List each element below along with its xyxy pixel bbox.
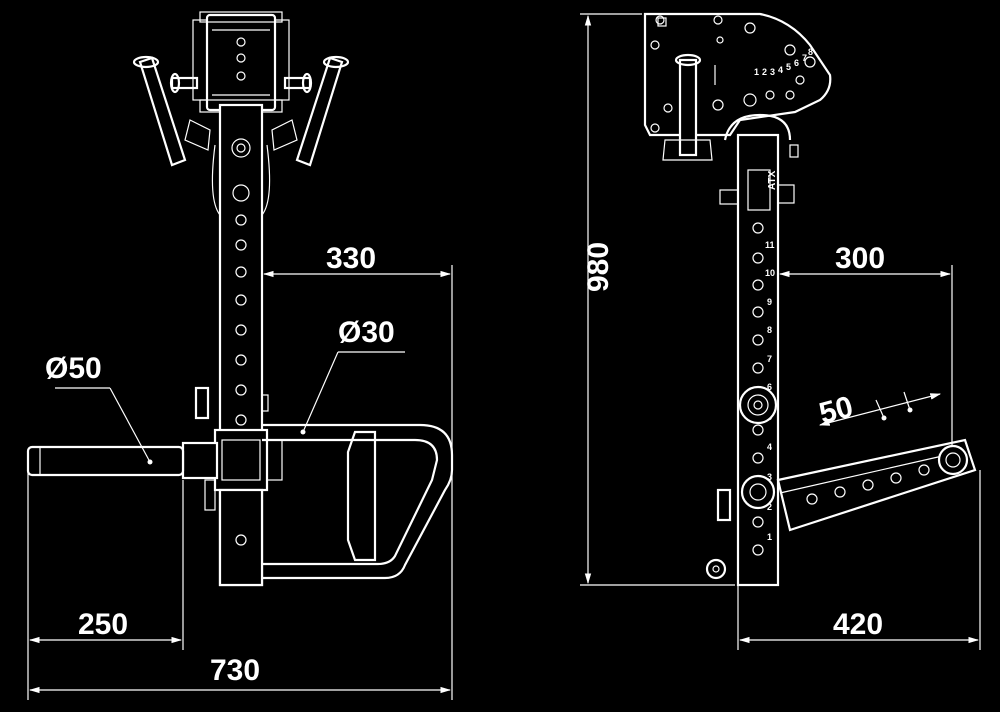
- brand-logo: ATX: [767, 170, 778, 190]
- right-handle: [271, 55, 350, 167]
- left-dimensions: 330 Ø30 Ø50 250 730: [27, 242, 453, 700]
- right-dimensions: 980 300 50 420: [580, 13, 981, 650]
- svg-text:7: 7: [802, 53, 807, 63]
- right-bracket: [262, 423, 454, 580]
- svg-text:1: 1: [754, 67, 759, 77]
- svg-text:8: 8: [808, 47, 813, 57]
- svg-text:6: 6: [794, 58, 799, 68]
- side-view: 1 2 3 4 5 6 7 8 ATX: [643, 12, 977, 587]
- column-holes-left: [235, 214, 247, 546]
- dim-420: 420: [833, 608, 883, 641]
- dim-dia50: Ø50: [45, 352, 102, 385]
- svg-text:2: 2: [767, 502, 772, 512]
- svg-text:7: 7: [767, 354, 772, 364]
- front-view: [26, 11, 454, 587]
- dim-300: 300: [835, 242, 885, 275]
- svg-text:10: 10: [765, 268, 775, 278]
- dim-50: 50: [816, 390, 857, 431]
- svg-text:4: 4: [778, 65, 783, 75]
- dim-330: 330: [326, 242, 376, 275]
- inclined-arm: [776, 407, 977, 532]
- svg-text:4: 4: [767, 442, 772, 452]
- dim-250: 250: [78, 608, 128, 641]
- left-handle: [132, 55, 211, 167]
- scale-numbers: 1 2 3 4 5 6 7 8: [754, 47, 813, 77]
- svg-text:1: 1: [767, 532, 772, 542]
- svg-text:9: 9: [767, 297, 772, 307]
- svg-text:6: 6: [767, 382, 772, 392]
- svg-text:2: 2: [762, 67, 767, 77]
- svg-text:5: 5: [786, 62, 791, 72]
- svg-text:8: 8: [767, 325, 772, 335]
- dim-980: 980: [582, 242, 615, 292]
- dim-730: 730: [210, 654, 260, 687]
- dim-dia30: Ø30: [338, 316, 395, 349]
- svg-text:3: 3: [770, 67, 775, 77]
- svg-text:11: 11: [765, 240, 775, 250]
- left-bar: [26, 445, 185, 477]
- column-holes-right: [752, 222, 764, 556]
- lower-knob-icon: [740, 474, 776, 510]
- upper-knob-icon: [738, 385, 778, 425]
- svg-text:3: 3: [767, 472, 772, 482]
